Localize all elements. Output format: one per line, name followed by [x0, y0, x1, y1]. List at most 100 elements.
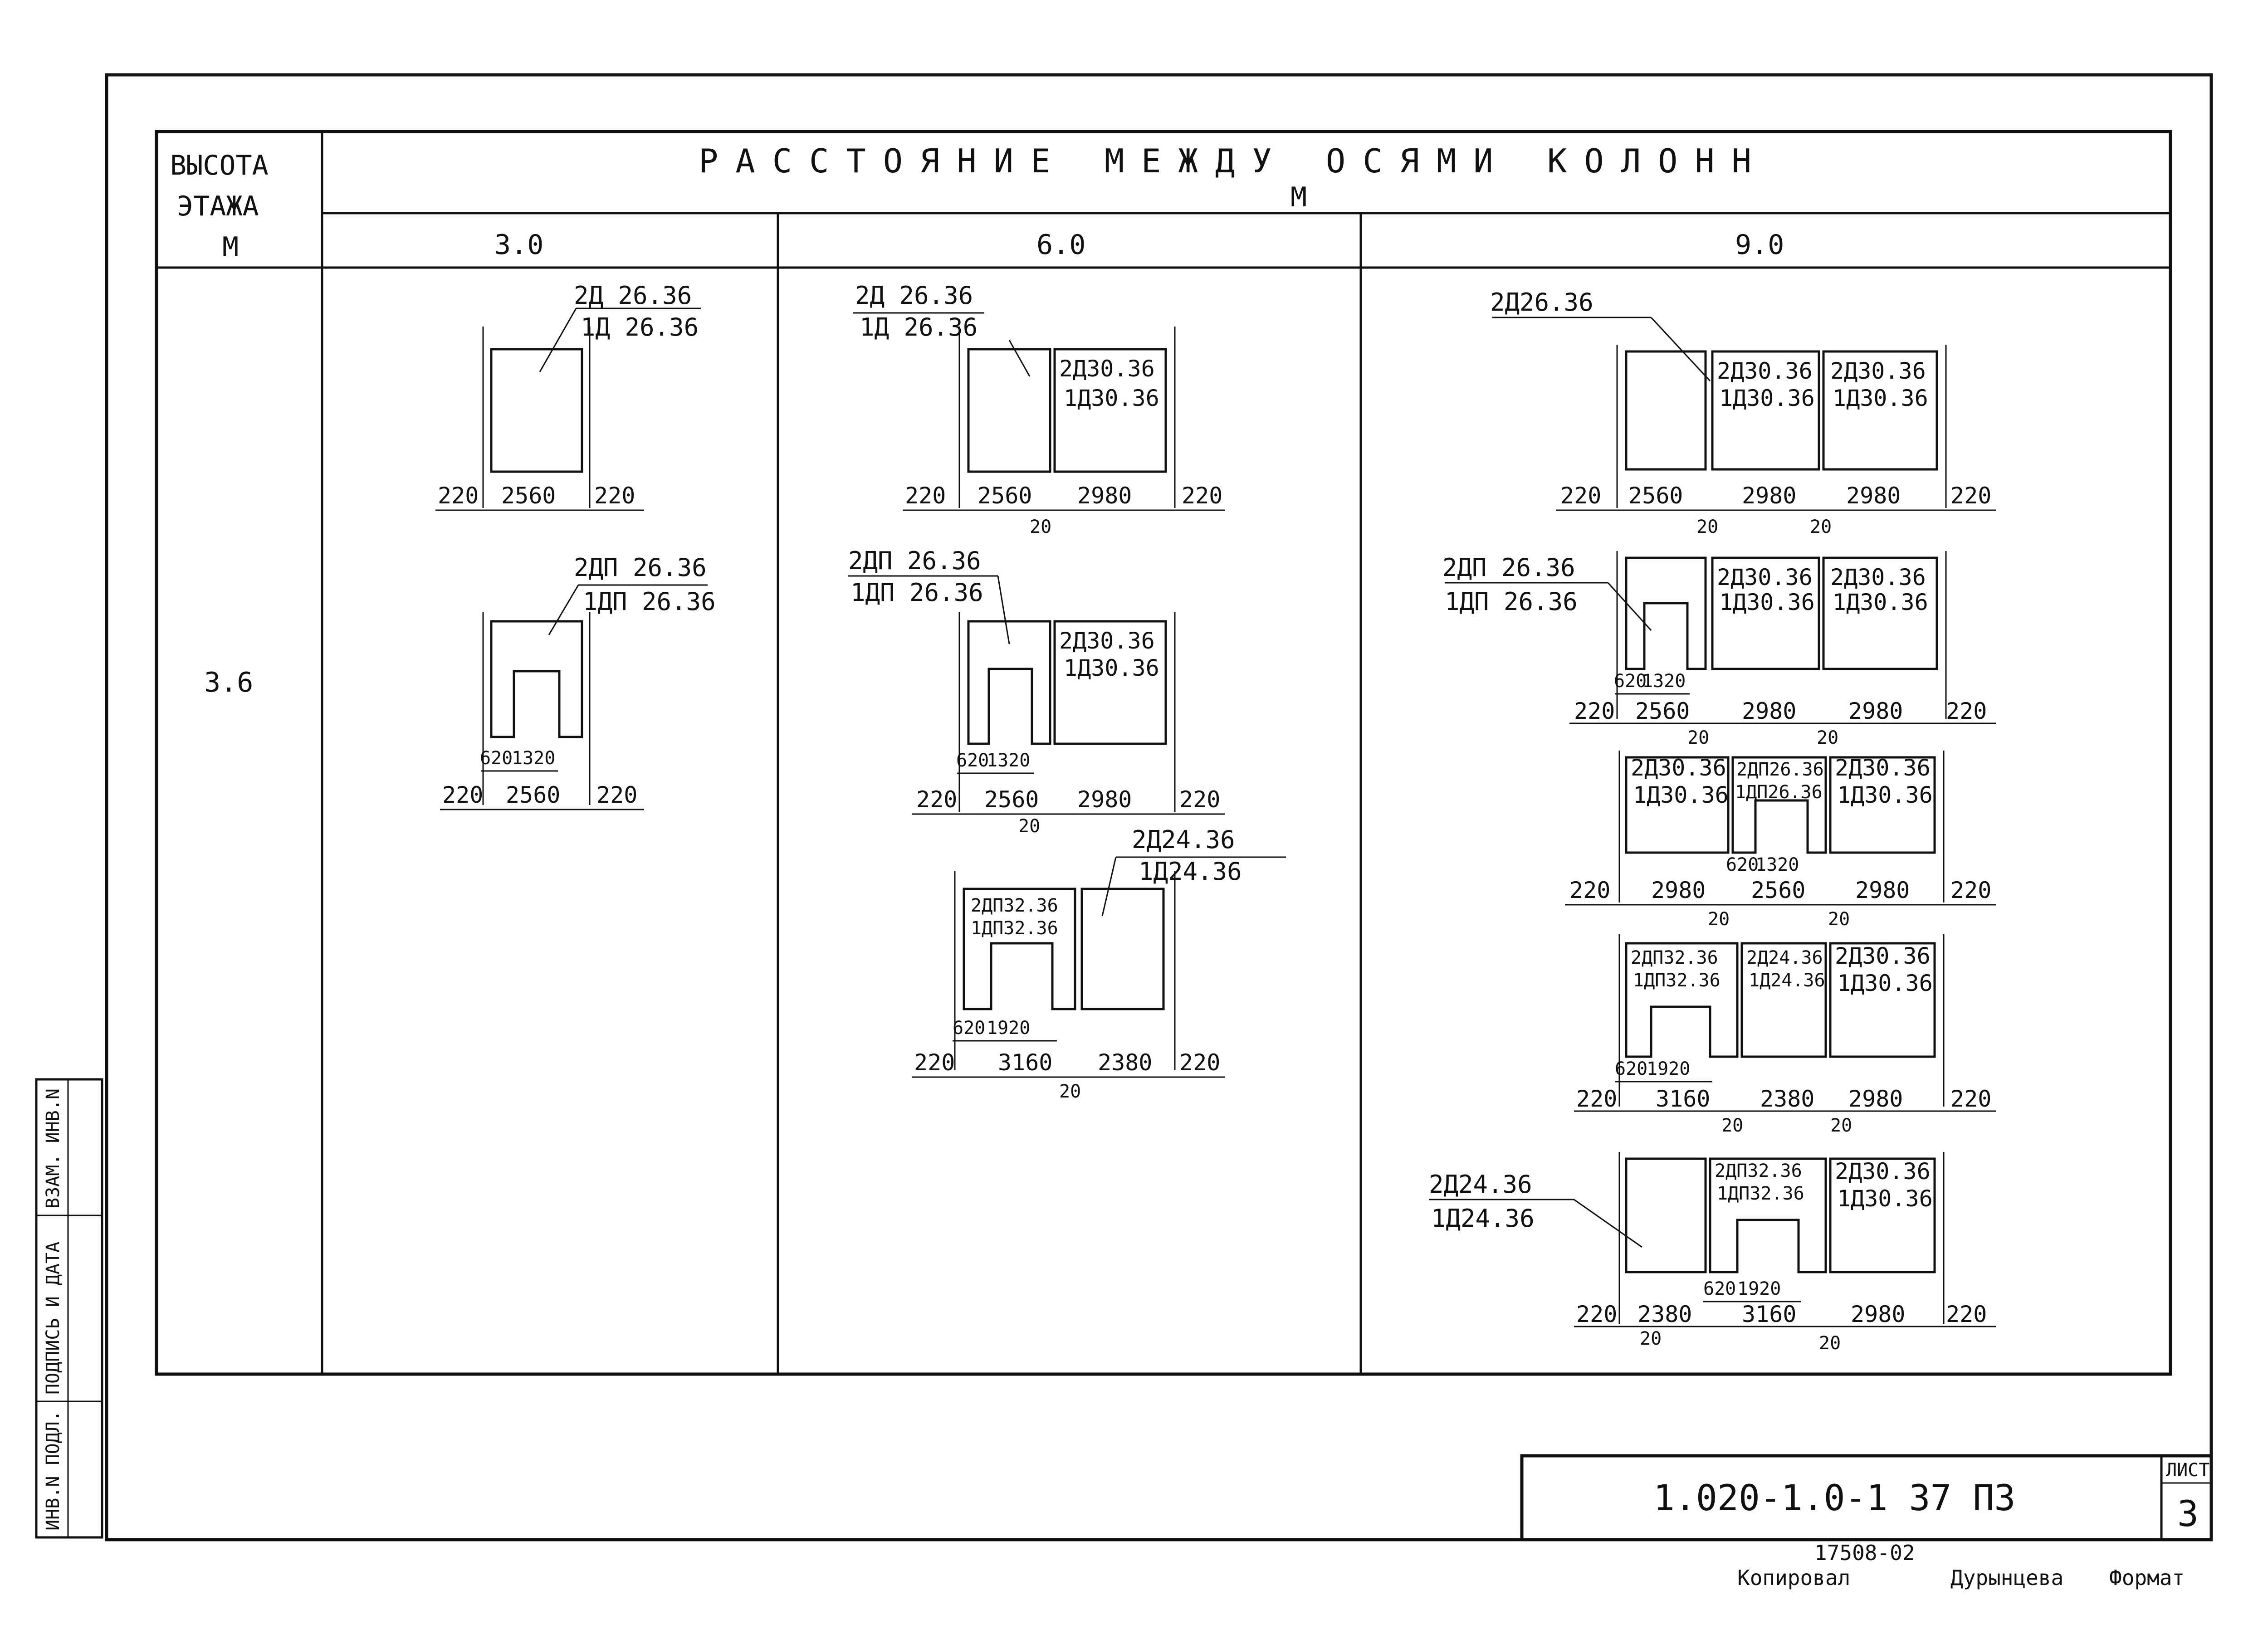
svg-text:1Д30.36: 1Д30.36 — [1833, 385, 1928, 411]
svg-text:2380: 2380 — [1098, 1049, 1152, 1076]
svg-text:20: 20 — [1030, 517, 1051, 537]
svg-text:1920: 1920 — [987, 1018, 1030, 1039]
svg-text:220: 220 — [1179, 1049, 1220, 1076]
svg-text:1Д30.36: 1Д30.36 — [1719, 589, 1815, 615]
svg-text:2Д30.36: 2Д30.36 — [1835, 755, 1931, 781]
svg-text:1Д 26.36: 1Д 26.36 — [860, 313, 978, 341]
svg-text:1ДП32.36: 1ДП32.36 — [971, 918, 1058, 939]
svg-text:1320: 1320 — [1755, 854, 1799, 875]
floor-height-value: 3.6 — [204, 667, 253, 698]
title-unit: М — [1290, 181, 1307, 213]
svg-text:620: 620 — [1614, 671, 1647, 692]
svg-text:1920: 1920 — [1647, 1058, 1690, 1079]
svg-text:1Д 26.36: 1Д 26.36 — [581, 313, 699, 341]
drawing-code: 1.020-1.0-1 37 ПЗ — [1653, 1478, 2015, 1519]
svg-text:220: 220 — [1574, 698, 1615, 724]
svg-text:220: 220 — [1569, 877, 1610, 903]
table-frame — [155, 130, 2172, 1376]
svg-text:2ДП32.36: 2ДП32.36 — [1715, 1161, 1802, 1181]
svg-text:220: 220 — [1946, 1301, 1987, 1327]
title-block: 1.020-1.0-1 37 ПЗ ЛИСТ 3 17508-02 Копиро… — [1520, 1454, 2213, 1590]
svg-text:20: 20 — [1828, 909, 1850, 930]
svg-text:2Д30.36: 2Д30.36 — [1717, 358, 1813, 384]
svg-text:1Д30.36: 1Д30.36 — [1633, 782, 1729, 808]
svg-text:2560: 2560 — [1635, 698, 1690, 724]
table-title: РАССТОЯНИЕ МЕЖДУ ОСЯМИ КОЛОНН — [699, 142, 1769, 180]
panel-90-b: 2ДП 26.36 1ДП 26.36 2Д30.36 1Д30.36 2Д30… — [1442, 551, 1996, 748]
svg-text:2Д24.36: 2Д24.36 — [1132, 825, 1235, 854]
svg-text:220: 220 — [438, 483, 479, 509]
span-3-header: 3.0 — [494, 229, 543, 261]
svg-text:2ДП 26.36: 2ДП 26.36 — [848, 546, 981, 575]
svg-text:2ДП 26.36: 2ДП 26.36 — [1442, 553, 1575, 582]
svg-text:2980: 2980 — [1846, 483, 1901, 509]
svg-text:1320: 1320 — [1642, 671, 1686, 692]
svg-text:1ДП 26.36: 1ДП 26.36 — [1445, 587, 1578, 616]
svg-text:2Д30.36: 2Д30.36 — [1717, 564, 1813, 590]
svg-text:2ДП26.36: 2ДП26.36 — [1736, 759, 1824, 780]
svg-text:2980: 2980 — [1848, 1086, 1903, 1112]
svg-text:20: 20 — [1810, 517, 1832, 537]
side-vzam: ВЗАМ. ИНВ.N — [43, 1088, 64, 1209]
svg-text:20: 20 — [1687, 727, 1709, 748]
svg-text:2980: 2980 — [1651, 877, 1706, 903]
svg-text:20: 20 — [1018, 816, 1040, 837]
svg-text:1Д30.36: 1Д30.36 — [1837, 782, 1933, 808]
svg-text:2560: 2560 — [506, 782, 560, 808]
svg-text:2Д30.36: 2Д30.36 — [1059, 356, 1155, 382]
height-header-3: М — [222, 231, 239, 263]
svg-text:1Д30.36: 1Д30.36 — [1837, 970, 1933, 996]
svg-text:620: 620 — [1703, 1278, 1736, 1299]
panel-30-b: 2ДП 26.36 1ДП 26.36 620 1320 220 2560 22… — [440, 553, 716, 810]
svg-text:220: 220 — [1950, 483, 1991, 509]
svg-text:2Д30.36: 2Д30.36 — [1835, 1158, 1931, 1185]
side-podpis: ПОДПИСЬ И ДАТА — [43, 1242, 64, 1395]
sheet-number: 3 — [2177, 1494, 2199, 1535]
svg-text:220: 220 — [905, 483, 946, 509]
svg-text:1Д30.36: 1Д30.36 — [1837, 1185, 1933, 1212]
side-inv-podl: ИНВ.N ПОДЛ. — [43, 1410, 64, 1531]
svg-text:620: 620 — [1615, 1058, 1647, 1079]
svg-text:2560: 2560 — [984, 786, 1039, 813]
panel-60-b: 2ДП 26.36 1ДП 26.36 2Д30.36 1Д30.36 620 … — [848, 546, 1225, 837]
svg-text:1Д30.36: 1Д30.36 — [1833, 589, 1928, 615]
svg-text:1ДП32.36: 1ДП32.36 — [1633, 970, 1721, 991]
svg-text:1Д24.36: 1Д24.36 — [1749, 970, 1825, 991]
svg-text:2980: 2980 — [1848, 698, 1903, 724]
copied-label: Копировал — [1737, 1566, 1850, 1590]
svg-text:220: 220 — [1946, 698, 1987, 724]
svg-text:220: 220 — [442, 782, 483, 808]
svg-text:220: 220 — [1560, 483, 1601, 509]
svg-text:2Д24.36: 2Д24.36 — [1746, 947, 1823, 968]
format-label: Формат — [2109, 1566, 2185, 1590]
svg-text:2Д 26.36: 2Д 26.36 — [574, 281, 692, 310]
svg-text:20: 20 — [1696, 517, 1718, 537]
svg-text:2560: 2560 — [1628, 483, 1683, 509]
svg-text:2Д30.36: 2Д30.36 — [1631, 755, 1726, 781]
svg-text:2Д24.36: 2Д24.36 — [1429, 1170, 1532, 1199]
svg-text:620: 620 — [956, 750, 989, 771]
svg-text:2980: 2980 — [1851, 1301, 1905, 1327]
panel-60-c: 2Д24.36 1Д24.36 2ДП32.36 1ДП32.36 620 19… — [912, 825, 1286, 1102]
svg-text:220: 220 — [596, 782, 637, 808]
panel-90-d: 2ДП32.36 1ДП32.36 2Д24.36 1Д24.36 2Д30.3… — [1574, 934, 1996, 1136]
svg-text:220: 220 — [914, 1049, 955, 1076]
svg-text:2Д 26.36: 2Д 26.36 — [855, 281, 973, 310]
svg-text:2ДП32.36: 2ДП32.36 — [971, 895, 1058, 916]
height-header-1: ВЫСОТА — [170, 150, 269, 181]
svg-text:20: 20 — [1817, 727, 1838, 748]
svg-text:2380: 2380 — [1637, 1301, 1692, 1327]
svg-text:1ДП26.36: 1ДП26.36 — [1735, 782, 1823, 803]
svg-text:20: 20 — [1830, 1115, 1852, 1136]
svg-text:2Д26.36: 2Д26.36 — [1490, 288, 1593, 317]
outer-frame — [105, 73, 2213, 1541]
svg-text:220: 220 — [1950, 877, 1991, 903]
svg-text:2Д30.36: 2Д30.36 — [1059, 628, 1155, 654]
svg-text:620: 620 — [480, 748, 513, 769]
svg-text:2980: 2980 — [1742, 698, 1796, 724]
svg-text:2980: 2980 — [1077, 483, 1132, 509]
svg-text:2ДП 26.36: 2ДП 26.36 — [574, 553, 707, 582]
panel-90-a: 2Д26.36 2Д30.36 1Д30.36 2Д30.36 1Д30.36 … — [1490, 288, 1996, 537]
svg-text:1Д30.36: 1Д30.36 — [1719, 385, 1815, 411]
